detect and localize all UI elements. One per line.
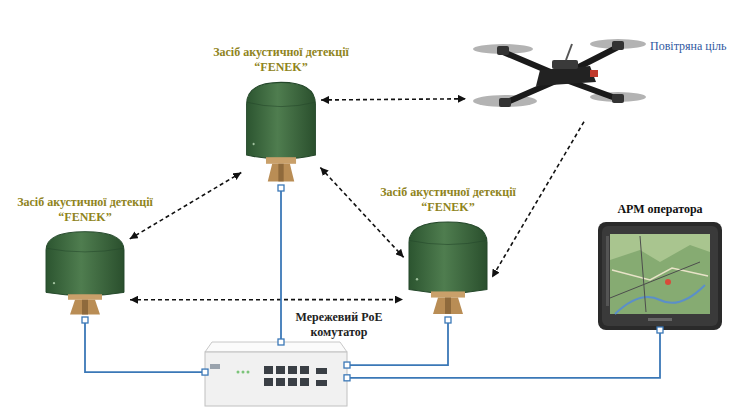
sensor-figure	[46, 232, 124, 315]
signal-arrow	[130, 299, 403, 301]
cable-connector	[344, 362, 350, 368]
ethernet-cable	[347, 330, 660, 378]
sensor-node: Засіб акустичної детекції “FENEK”	[405, 218, 491, 320]
drone-figure	[473, 39, 646, 107]
target-label: Повітряна ціль	[650, 39, 727, 53]
operator-node: АРМ оператора	[598, 222, 722, 330]
operator-label: АРМ оператора	[617, 202, 702, 216]
sensor-heading: Засіб акустичної детекції “FENEK”	[360, 185, 536, 214]
ethernet-cable	[280, 188, 282, 342]
sensor-node: Засіб акустичної детекції “FENEK”	[42, 228, 128, 320]
cable-connector	[278, 185, 284, 191]
switch-figure	[205, 342, 347, 406]
signal-arrow	[492, 122, 584, 278]
signal-arrow	[320, 167, 403, 257]
sensor-figure	[409, 222, 487, 314]
cable-connector	[278, 339, 284, 345]
ethernet-cable	[85, 320, 205, 372]
sensor-heading: Засіб акустичної детекції “FENEK”	[193, 45, 369, 74]
switch-label: Мережевий PoE комутатор	[287, 310, 391, 339]
cable-connector	[445, 317, 451, 323]
cable-connector	[344, 375, 350, 381]
sensor-figure	[247, 82, 316, 181]
drone-node: Повітряна ціль	[468, 35, 648, 120]
sensor-node: Засіб акустичної детекції “FENEK”	[243, 78, 319, 188]
switch-node: Мережевий PoE комутатор	[205, 342, 347, 406]
sensor-heading: Засіб акустичної детекції “FENEK”	[0, 195, 173, 224]
signal-arrow	[321, 99, 466, 100]
cable-connector	[202, 369, 208, 375]
tablet-figure	[598, 222, 722, 330]
cable-connector	[82, 317, 88, 323]
cable-connector	[657, 327, 663, 333]
